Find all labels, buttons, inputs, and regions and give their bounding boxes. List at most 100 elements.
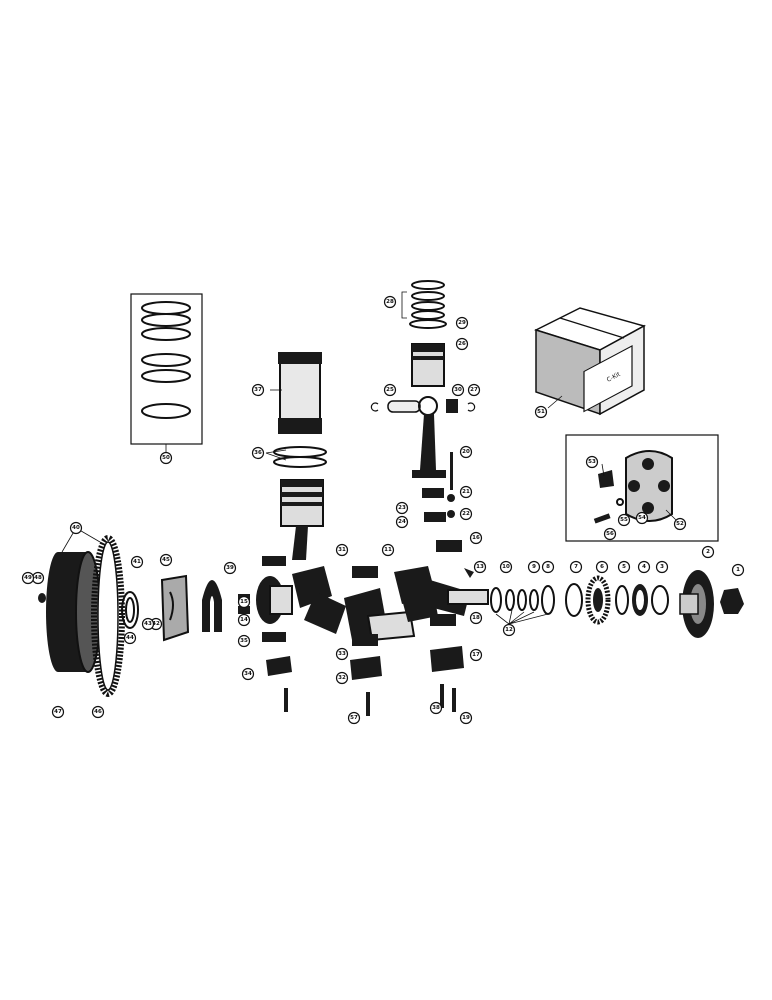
parts-kit-box: C-Kit xyxy=(534,307,646,416)
callout-53: 53 xyxy=(585,455,599,469)
callout-number: 31 xyxy=(338,547,346,553)
callout-number: 28 xyxy=(386,299,394,305)
callout-number: 48 xyxy=(34,575,42,581)
callout-number: 57 xyxy=(350,715,358,721)
callout-54: 54 xyxy=(635,511,649,525)
callout-number: 25 xyxy=(386,387,394,393)
callout-number: 21 xyxy=(462,489,470,495)
callout-55: 55 xyxy=(617,513,631,527)
callout-number: 45 xyxy=(162,557,170,563)
callout-number: 19 xyxy=(462,715,470,721)
callout-number: 51 xyxy=(537,409,545,415)
damper-detail-box xyxy=(565,434,719,542)
callout-number: 10 xyxy=(502,564,510,570)
callout-25: 25 xyxy=(383,383,397,397)
timing-gear-stack xyxy=(490,570,744,638)
callout-44: 44 xyxy=(123,631,137,645)
callout-number: 20 xyxy=(462,449,470,455)
callout-20: 20 xyxy=(459,445,473,459)
callout-1: 1 xyxy=(731,563,745,577)
main-bearings-center xyxy=(350,540,474,716)
callout-2: 2 xyxy=(701,545,715,559)
callout-47: 47 xyxy=(51,705,65,719)
callout-52: 52 xyxy=(673,517,687,531)
callout-number: 2 xyxy=(706,549,710,555)
piston-pin xyxy=(370,399,476,413)
callout-14: 14 xyxy=(237,613,251,627)
callout-number: 53 xyxy=(588,459,596,465)
callout-40: 40 xyxy=(69,521,83,535)
callout-number: 7 xyxy=(574,564,578,570)
flywheel-ring-gear xyxy=(91,535,125,697)
callout-4: 4 xyxy=(637,560,651,574)
callout-number: 37 xyxy=(254,387,262,393)
callout-number: 3 xyxy=(660,564,664,570)
callout-45: 45 xyxy=(159,553,173,567)
callout-number: 11 xyxy=(384,547,392,553)
callout-number: 15 xyxy=(240,599,248,605)
callout-10: 10 xyxy=(499,560,513,574)
callout-number: 6 xyxy=(600,564,604,570)
callout-number: 50 xyxy=(162,455,170,461)
callout-number: 46 xyxy=(94,709,102,715)
callout-46: 46 xyxy=(91,705,105,719)
callout-43: 43 xyxy=(141,617,155,631)
callout-48: 48 xyxy=(31,571,45,585)
callout-16: 16 xyxy=(469,531,483,545)
callout-17: 17 xyxy=(469,648,483,662)
callout-32: 32 xyxy=(335,671,349,685)
callout-number: 44 xyxy=(126,635,134,641)
callout-number: 52 xyxy=(676,521,684,527)
callout-number: 41 xyxy=(133,559,141,565)
callout-number: 35 xyxy=(240,638,248,644)
piston-assembly xyxy=(280,479,324,560)
callout-number: 22 xyxy=(462,511,470,517)
callout-9: 9 xyxy=(527,560,541,574)
callout-number: 1 xyxy=(736,567,740,573)
callout-5: 5 xyxy=(617,560,631,574)
small-piston xyxy=(411,343,445,387)
callout-number: 16 xyxy=(472,535,480,541)
callout-33: 33 xyxy=(335,647,349,661)
callout-number: 34 xyxy=(244,671,252,677)
callout-13: 13 xyxy=(473,560,487,574)
callout-number: 9 xyxy=(532,564,536,570)
callout-11: 11 xyxy=(381,543,395,557)
callout-number: 43 xyxy=(144,621,152,627)
callout-number: 27 xyxy=(470,387,478,393)
callout-22: 22 xyxy=(459,507,473,521)
callout-number: 56 xyxy=(606,531,614,537)
callout-19: 19 xyxy=(459,711,473,725)
callout-number: 26 xyxy=(458,341,466,347)
flywheel-housing xyxy=(38,551,101,673)
crankshaft xyxy=(256,566,489,642)
callout-number: 54 xyxy=(638,515,646,521)
callout-49: 49 xyxy=(21,571,35,585)
callout-36: 36 xyxy=(251,446,265,460)
leader-lines xyxy=(61,389,681,625)
callout-number: 30 xyxy=(454,387,462,393)
callout-35: 35 xyxy=(237,634,251,648)
callout-number: 23 xyxy=(398,505,406,511)
connecting-rod xyxy=(412,396,455,522)
callout-number: 40 xyxy=(72,525,80,531)
callout-number: 49 xyxy=(24,575,32,581)
callout-number: 47 xyxy=(54,709,62,715)
piston-ring-set-box xyxy=(130,293,203,452)
callout-number: 17 xyxy=(472,652,480,658)
callout-number: 12 xyxy=(505,627,513,633)
callout-41: 41 xyxy=(130,555,144,569)
callout-56: 56 xyxy=(603,527,617,541)
callout-number: 18 xyxy=(472,615,480,621)
callout-50: 50 xyxy=(159,451,173,465)
callout-28: 28 xyxy=(383,295,397,309)
callout-number: 5 xyxy=(622,564,626,570)
callout-24: 24 xyxy=(395,515,409,529)
callout-labels: 1234567891011121314151617181920212223242… xyxy=(21,295,745,725)
callout-number: 29 xyxy=(458,320,466,326)
callout-12: 12 xyxy=(502,623,516,637)
callout-26: 26 xyxy=(455,337,469,351)
callout-number: 38 xyxy=(432,705,440,711)
callout-57: 57 xyxy=(347,711,361,725)
